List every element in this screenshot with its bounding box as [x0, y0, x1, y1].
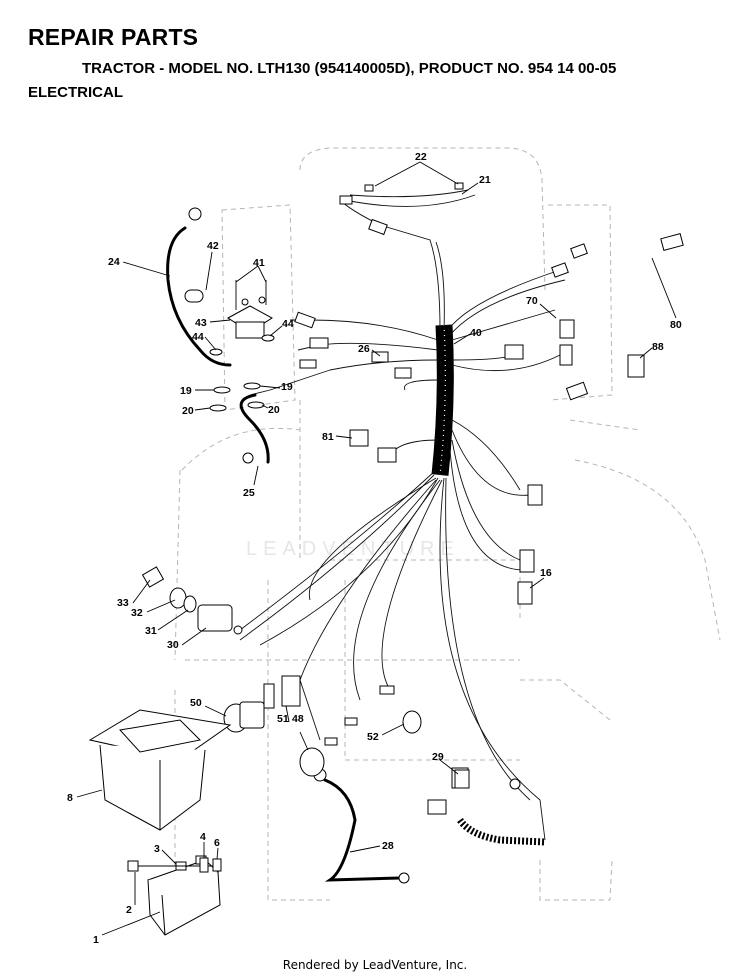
callout-20-left: 20 [182, 405, 194, 417]
model-subtitle: TRACTOR - MODEL NO. LTH130 (954140005D),… [82, 60, 617, 77]
callout-50: 50 [190, 697, 202, 709]
callout-24: 24 [108, 256, 120, 268]
callout-19-right: 19 [281, 381, 293, 393]
callout-48: 48 [292, 713, 304, 725]
page-title: REPAIR PARTS [28, 24, 199, 50]
nut-6 [212, 858, 222, 872]
ring-terminal [242, 452, 254, 464]
footer-credit: Rendered by LeadVenture, Inc. [282, 958, 468, 972]
callout-80: 80 [670, 319, 682, 331]
washer-19 [243, 382, 261, 390]
bolt-head-2 [127, 860, 139, 872]
callout-43: 43 [195, 317, 207, 329]
callout-52: 52 [367, 731, 379, 743]
callout-3: 3 [154, 843, 160, 855]
callout-33: 33 [117, 597, 129, 609]
callout-29: 29 [432, 751, 444, 763]
ring-terminal [188, 207, 202, 221]
ring-terminal [509, 778, 521, 790]
callout-42: 42 [207, 240, 219, 252]
callout-6: 6 [214, 837, 220, 849]
ignition-switch-30 [141, 566, 243, 635]
part-29 [454, 769, 470, 789]
callout-19-left: 19 [180, 385, 192, 397]
callout-2: 2 [126, 904, 132, 916]
callout-31: 31 [145, 625, 157, 637]
callout-44-right: 44 [282, 318, 294, 330]
bulb-52 [402, 710, 422, 734]
washer-19 [213, 386, 231, 394]
connectors [263, 182, 684, 815]
callout-28: 28 [382, 840, 394, 852]
battery-cable-24 [166, 226, 232, 367]
callout-21: 21 [479, 174, 491, 186]
callout-25: 25 [243, 487, 255, 499]
callout-26: 26 [358, 343, 370, 355]
battery-1 [147, 855, 221, 936]
callout-20-right: 20 [268, 404, 280, 416]
section-title: ELECTRICAL [28, 84, 123, 101]
washer-20 [247, 401, 265, 409]
callout-labels: 22 21 24 42 41 43 44 44 19 20 19 20 25 2… [67, 151, 682, 946]
callout-4: 4 [200, 831, 206, 843]
callout-81: 81 [322, 431, 334, 443]
watermark-text: LEADVENTURE [246, 538, 460, 560]
callout-70: 70 [526, 295, 538, 307]
callout-88: 88 [652, 341, 664, 353]
callout-1: 1 [93, 934, 99, 946]
switch-50 [223, 701, 265, 733]
callout-40: 40 [470, 327, 482, 339]
callout-22: 22 [415, 151, 427, 163]
battery-box-8 [88, 709, 232, 831]
nut-4 [199, 857, 209, 873]
bulb-48 [299, 747, 325, 777]
callout-41: 41 [253, 257, 265, 269]
washer-44 [209, 348, 223, 356]
leader-lines [76, 161, 677, 936]
washer-44 [261, 334, 275, 342]
callout-30: 30 [167, 639, 179, 651]
ground-cable-25 [239, 393, 270, 464]
battery-cable-28 [323, 778, 402, 882]
callout-44-left: 44 [192, 331, 204, 343]
ring-terminal [398, 872, 410, 884]
harness-wires [239, 189, 566, 841]
callout-8: 8 [67, 792, 73, 804]
callout-32: 32 [131, 607, 143, 619]
coiled-harness [457, 817, 546, 846]
callout-51: 51 [277, 713, 289, 725]
callout-16: 16 [540, 567, 552, 579]
solenoid-43 [184, 280, 273, 339]
washer-20 [209, 404, 227, 412]
main-harness-40 [431, 324, 454, 476]
